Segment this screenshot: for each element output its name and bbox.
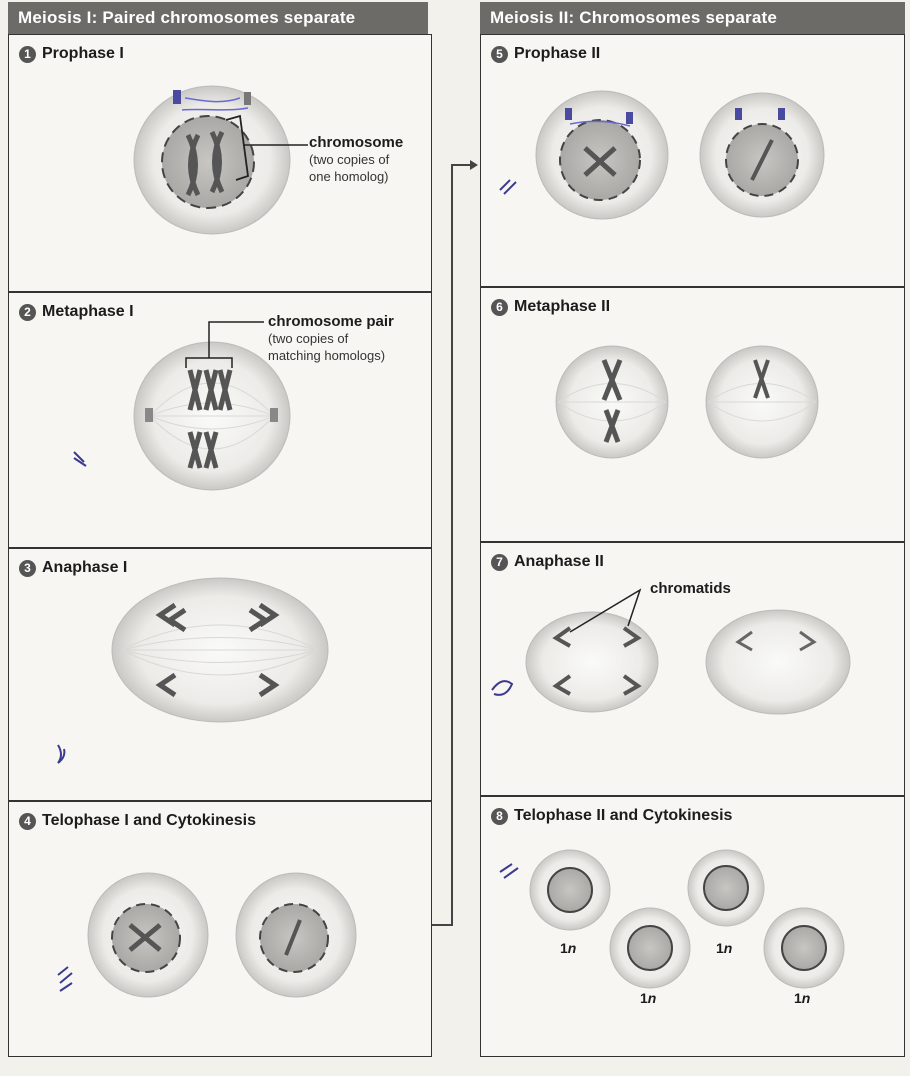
prophase-2-cells (536, 91, 824, 219)
metaphase-2-cells (556, 346, 818, 458)
metaphase-1-cell (134, 322, 290, 490)
haploid-label: 1n (716, 940, 732, 956)
haploid-label: 1n (794, 990, 810, 1006)
chromosome-label: chromosome (two copies of one homolog) (309, 134, 403, 185)
anaphase-2-cells (526, 590, 850, 714)
chromosome-pair-label-title: chromosome pair (268, 313, 394, 330)
chromosome-pair-label-sub1: (two copies of (268, 331, 348, 346)
telophase-2-cells (530, 850, 844, 988)
haploid-label: 1n (640, 990, 656, 1006)
flow-arrow (432, 160, 478, 925)
chromosome-pair-label-sub2: matching homologs) (268, 348, 385, 363)
chromosome-label-sub1: (two copies of (309, 152, 389, 167)
chromosome-label-sub2: one homolog) (309, 169, 389, 184)
telophase-1-cells (88, 873, 356, 997)
chromosome-label-title: chromosome (309, 134, 403, 151)
pen-scribbles (58, 180, 518, 991)
chromatids-label: chromatids (650, 580, 731, 597)
prophase-1-cell (134, 86, 308, 234)
chromatids-label-text: chromatids (650, 580, 731, 597)
chromosome-pair-label: chromosome pair (two copies of matching … (268, 313, 394, 364)
anaphase-1-cell (112, 578, 328, 722)
haploid-label: 1n (560, 940, 576, 956)
